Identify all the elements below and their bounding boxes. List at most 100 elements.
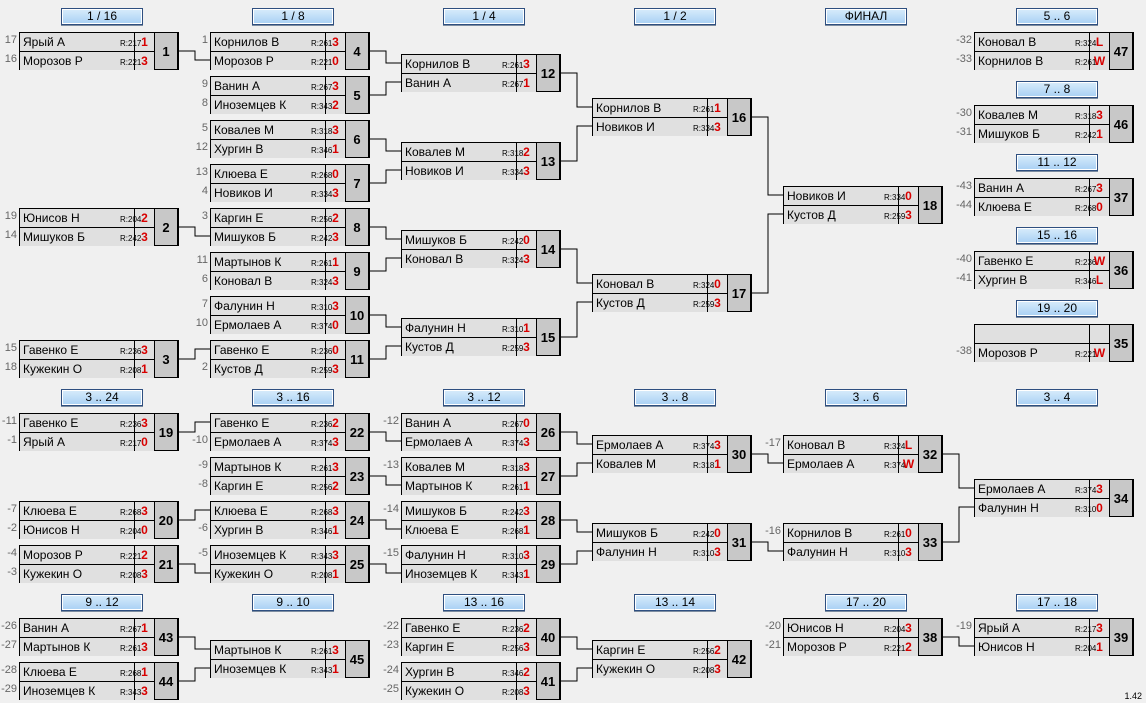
player-score: 3: [707, 543, 727, 561]
player-name: Коновал В: [214, 274, 273, 288]
player-score: 3: [898, 619, 918, 637]
connector-line: [370, 431, 401, 442]
connector-line: [179, 636, 210, 650]
seed-label: 15: [4, 342, 17, 354]
player-row[interactable]: [975, 325, 1133, 344]
